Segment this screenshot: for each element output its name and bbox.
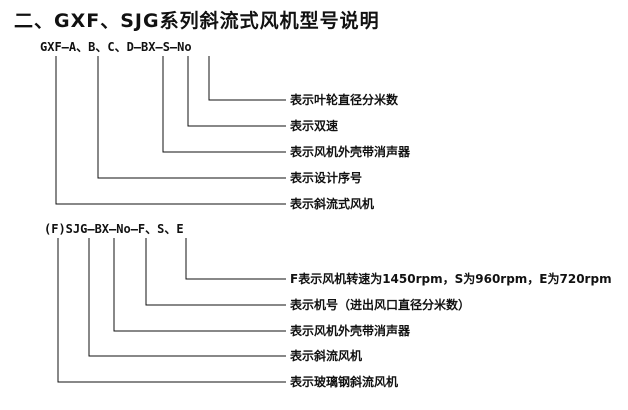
sjg-label-silencer-casing: 表示风机外壳带消声器 <box>290 324 411 338</box>
gxf-label-silencer-casing: 表示风机外壳带消声器 <box>290 145 411 159</box>
gxf-connector-no <box>208 56 286 101</box>
sjg-label-speed-codes: F表示风机转速为1450rpm，S为960rpm，E为720rpm <box>290 272 612 286</box>
sjg-model-code: (F)SJG—BX—No—F、S、E <box>44 222 184 236</box>
gxf-model-code: GXF—A、B、C、D—BX—S—No <box>40 40 192 54</box>
gxf-label-dual-speed: 表示双速 <box>290 119 339 133</box>
diagram-title: 二、GXF、SJG系列斜流式风机型号说明 <box>14 10 380 32</box>
gxf-connector-s <box>187 56 286 127</box>
sjg-label-machine-number: 表示机号（进出风口直径分米数） <box>290 298 471 312</box>
sjg-connector-sjg <box>88 238 286 357</box>
gxf-label-mixed-flow-fan: 表示斜流式风机 <box>290 197 375 211</box>
sjg-connector-bx <box>113 238 286 332</box>
sjg-connector-f <box>57 238 286 383</box>
gxf-connector-gxf <box>55 56 286 205</box>
gxf-label-impeller-diameter: 表示叶轮直径分米数 <box>290 93 399 107</box>
sjg-label-frp-mixed-flow-fan: 表示玻璃钢斜流风机 <box>290 375 399 389</box>
sjg-connector-no <box>145 238 286 306</box>
gxf-connector-design <box>97 56 286 179</box>
sjg-label-mixed-flow-fan: 表示斜流风机 <box>290 349 363 363</box>
sjg-connector-fse <box>185 238 286 280</box>
gxf-label-design-number: 表示设计序号 <box>290 171 363 185</box>
gxf-connector-bx <box>162 56 286 153</box>
